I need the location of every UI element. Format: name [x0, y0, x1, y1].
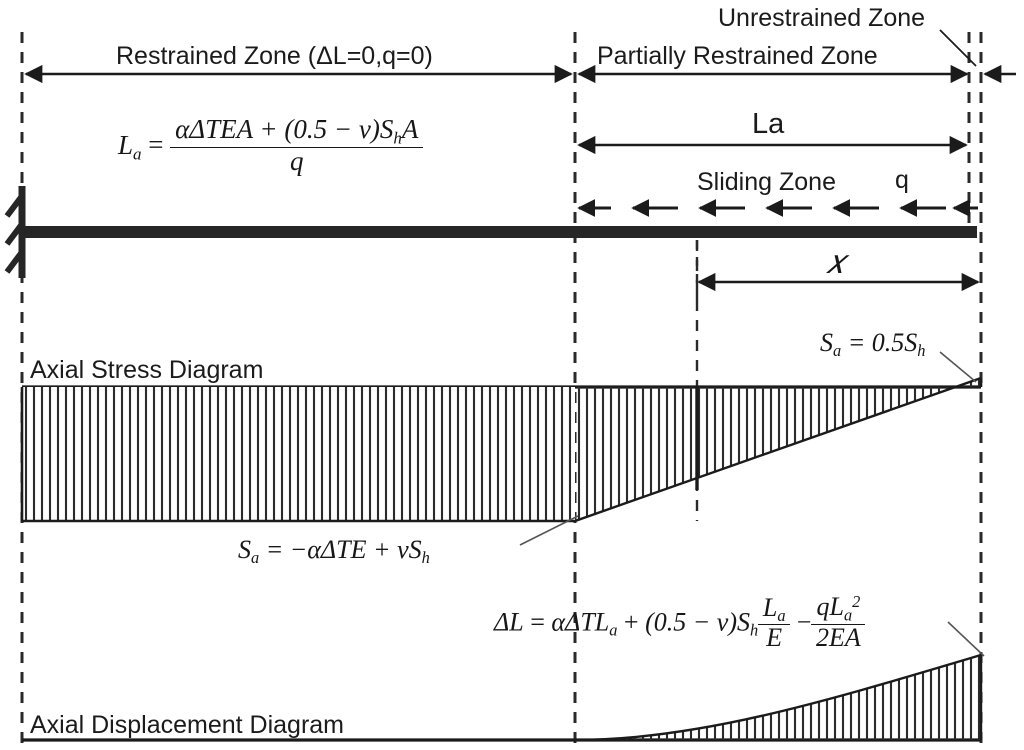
unrestrained-zone-label: Unrestrained Zone [718, 4, 926, 32]
formula-sa-rhs: = −αΔTE + νS [265, 535, 422, 564]
stress-restrained-leader [519, 515, 579, 546]
formula-sa2-lhs-sub: a [833, 341, 842, 361]
formula-dl-frac2-num-sub: a [843, 605, 853, 625]
formula-sa2-rhs-sub: h [917, 341, 926, 361]
formula-dl-frac2-num: qL [816, 592, 844, 622]
formula-la-num-tail: A [401, 114, 419, 145]
formula-stress-restrained: Sa = −αΔTE + νSh [238, 537, 430, 567]
restrained-zone-label: Restrained Zone (ΔL=0,q=0) [116, 42, 433, 70]
formula-dl-frac2-den: 2EA [816, 623, 861, 653]
stress-outline [22, 376, 982, 523]
formula-stress-unrestrained: Sa = 0.5Sh [820, 330, 925, 360]
formula-dl-term2-sub: h [750, 620, 759, 640]
sliding-zone-label: Sliding Zone [697, 168, 836, 196]
formula-sa-rhs-sub: h [421, 548, 430, 568]
formula-dl-term1-sub: a [609, 620, 618, 640]
disp-hatch [601, 655, 981, 740]
formula-dl-term1: αΔTL [551, 607, 610, 637]
formula-sa-lhs: S [238, 535, 251, 564]
disp-leader [947, 621, 985, 657]
formula-dl-eq: = [530, 607, 545, 637]
formula-dl-minus: − [796, 607, 812, 637]
q-load-label: q [895, 166, 909, 194]
formula-la-num-sub: h [393, 128, 402, 148]
formula-dl-frac1-num-sub: a [777, 605, 786, 625]
stress-unrestrained-leader [939, 351, 977, 383]
formula-la-den: q [289, 145, 304, 176]
stress-ramp-hatch [577, 380, 981, 521]
x-dim-label: 𝑥 [826, 246, 845, 280]
formula-sa2-lhs: S [820, 328, 833, 357]
la-dim-label: La [752, 108, 785, 140]
x-dim-label-text: 𝑥 [826, 244, 845, 281]
formula-dl-plus: + [623, 607, 639, 637]
disp-curve [574, 653, 982, 742]
formula-dl-lhs: ΔL [494, 607, 524, 637]
formula-sa2-rhs: = 0.5S [847, 328, 918, 357]
axial-stress-diagram-label: Axial Stress Diagram [30, 356, 264, 384]
formula-dl-frac2-num-sup: 2 [852, 592, 861, 612]
formula-la-eq: = [148, 129, 164, 160]
formula-sa-lhs-sub: a [251, 548, 260, 568]
formula-la-lhs: L [118, 130, 134, 160]
pipeline-beam [22, 226, 977, 238]
formula-dl-term2: (0.5 − ν)S [645, 607, 750, 637]
stress-constant-hatch [22, 387, 575, 521]
formula-displacement: ΔL = αΔTLa + (0.5 − ν)Sh La E − qLa2 2EA [494, 592, 866, 653]
formula-dl-frac1-den: E [766, 623, 783, 653]
formula-la-lhs-sub: a [133, 144, 142, 164]
formula-dl-frac1-num: L [762, 592, 778, 622]
formula-la-num: αΔTEA + (0.5 − ν)S [175, 114, 394, 145]
formula-la: La = αΔTEA + (0.5 − ν)ShA q [118, 116, 424, 176]
axial-displacement-diagram-label: Axial Displacement Diagram [30, 711, 345, 739]
fixed-support [4, 186, 26, 278]
unrestrained-zone-leader [939, 29, 977, 67]
partially-restrained-zone-label: Partially Restrained Zone [597, 42, 878, 70]
